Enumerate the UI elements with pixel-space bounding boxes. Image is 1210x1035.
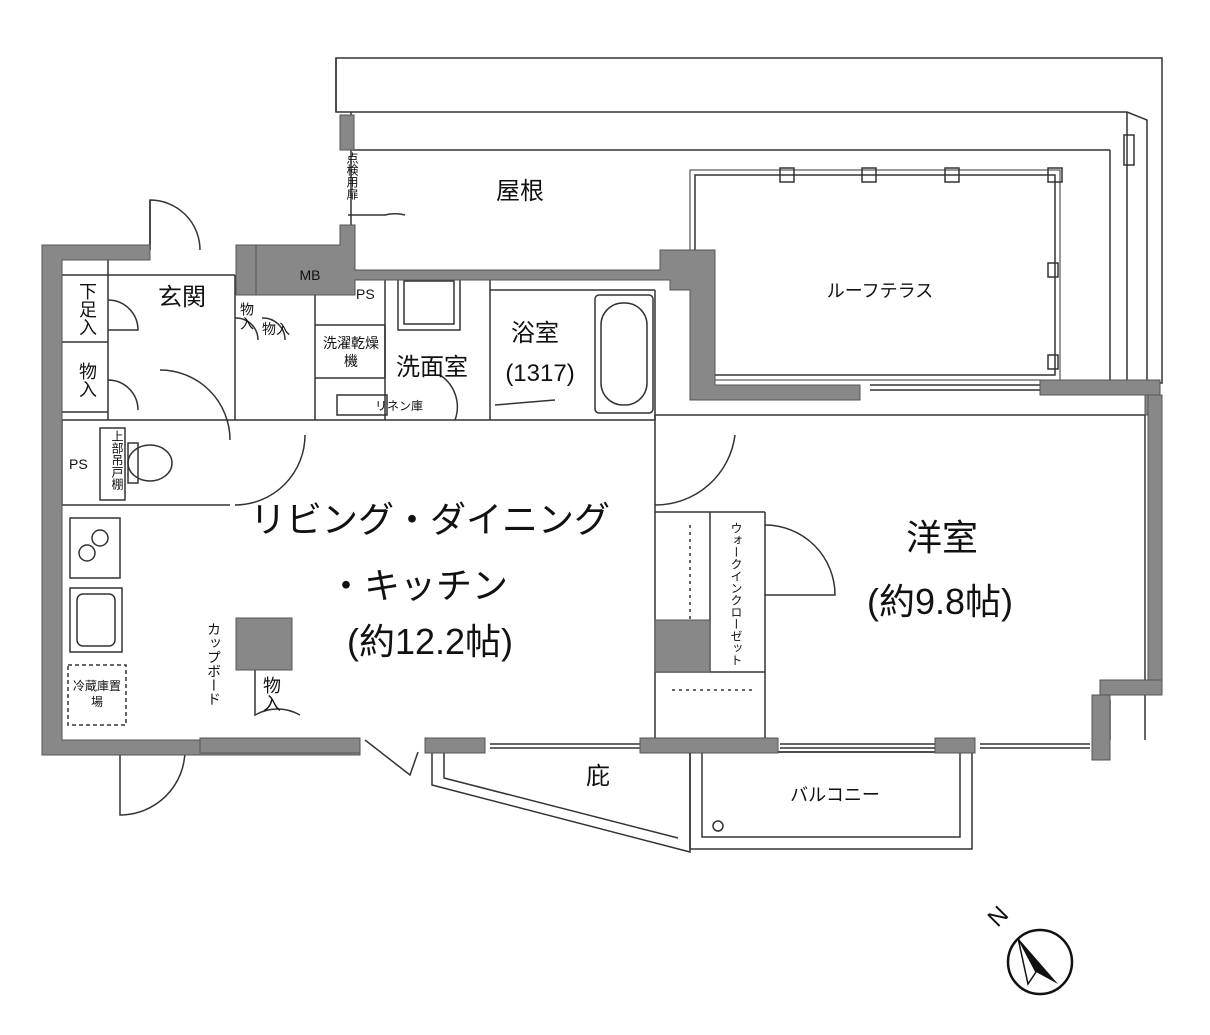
ldk-size-label: (約12.2帖) [346, 621, 514, 662]
western-room-size-label: (約9.8帖) [866, 581, 1014, 622]
ps-top-label: PS [356, 286, 375, 302]
storage-kitchen-label: 物入 [261, 676, 281, 712]
bathroom-label: 浴室 [511, 320, 559, 347]
walkin-closet-label: ウォークインクローゼット [729, 522, 743, 666]
ldk-label-line2: ・キッチン [327, 565, 509, 606]
exterior-wall [41, 244, 361, 756]
terrace-railing [694, 174, 1056, 376]
linen-label: リネン庫 [375, 399, 424, 413]
compass-icon [1006, 928, 1074, 996]
shoe-storage-label: 下足入 [77, 282, 97, 336]
storage-2-label: 物入 [262, 321, 290, 337]
roof-label: 屋根 [496, 178, 544, 205]
storage-1-label: 物入 [239, 302, 255, 330]
storage-entrance-label: 物入 [77, 362, 97, 398]
eaves-label: 庇 [586, 763, 610, 790]
mb-label: MB [299, 267, 321, 283]
inspection-door-label: 点検用扉 [345, 152, 359, 200]
ps-left-label: PS [69, 456, 88, 472]
washer-dryer-label: 洗濯乾燥機 [323, 335, 379, 369]
roof-terrace-label: ルーフテラス [826, 281, 934, 301]
entrance-label: 玄関 [158, 284, 206, 311]
roof-outline [335, 57, 1163, 384]
balcony-label: バルコニー [790, 785, 880, 805]
upper-cabinet-label: 上部吊戸棚 [110, 430, 124, 490]
cupboard-label: カップボード [206, 622, 222, 706]
washroom-label: 洗面室 [396, 354, 468, 381]
western-room-label: 洋室 [905, 517, 979, 558]
bathroom-size-label: (1317) [505, 360, 575, 387]
eaves-outline [431, 752, 691, 853]
ldk-label-line1: リビング・ダイニング [249, 499, 611, 540]
fridge-space-label: 冷蔵庫置場 [72, 679, 121, 709]
